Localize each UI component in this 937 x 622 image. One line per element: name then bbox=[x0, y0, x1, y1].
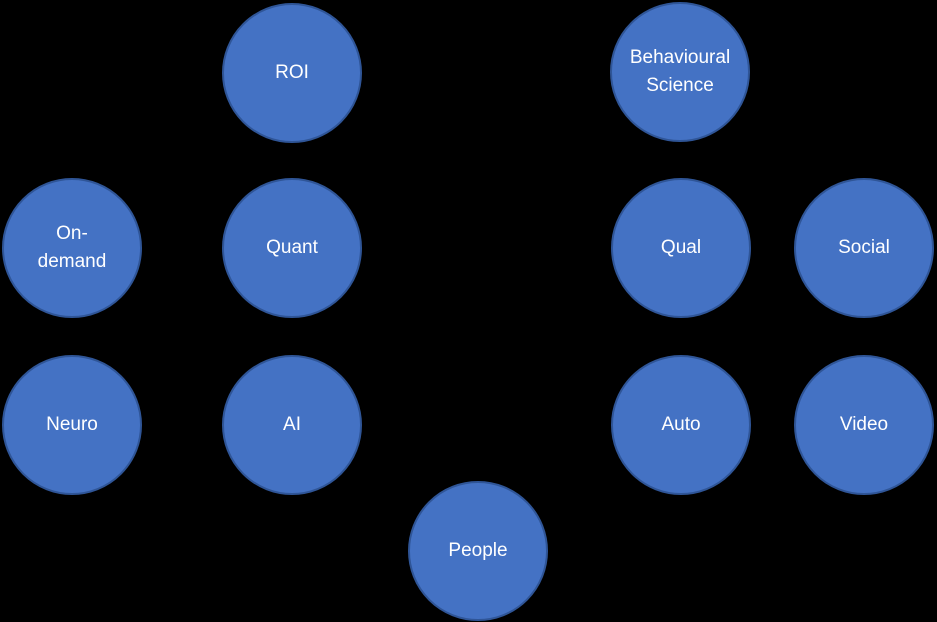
circle-video-label: Video bbox=[839, 414, 889, 435]
circle-social-label: Social bbox=[838, 237, 890, 258]
circle-behavioural-science: Behavioural Science bbox=[610, 2, 750, 142]
circle-ai: AI bbox=[222, 355, 362, 495]
circle-neuro-label: Neuro bbox=[46, 414, 98, 435]
circle-qual-label: Qual bbox=[660, 237, 702, 258]
circle-quant: Quant bbox=[222, 178, 362, 318]
circle-social: Social bbox=[794, 178, 934, 318]
circle-qual: Qual bbox=[611, 178, 751, 318]
circle-roi: ROI bbox=[222, 3, 362, 143]
circle-ai-label: AI bbox=[283, 414, 301, 435]
circle-quant-label: Quant bbox=[266, 237, 318, 258]
circle-on-demand: On- demand bbox=[2, 178, 142, 318]
circle-neuro: Neuro bbox=[2, 355, 142, 495]
circle-people-label: People bbox=[448, 540, 508, 561]
circle-behavioural-science-label: Behavioural Science bbox=[629, 47, 731, 96]
circle-people: People bbox=[408, 481, 548, 621]
circle-video: Video bbox=[794, 355, 934, 495]
circle-roi-label: ROI bbox=[275, 62, 309, 83]
circle-auto-label: Auto bbox=[661, 414, 701, 435]
circle-on-demand-label: On- demand bbox=[37, 223, 107, 272]
circle-auto: Auto bbox=[611, 355, 751, 495]
